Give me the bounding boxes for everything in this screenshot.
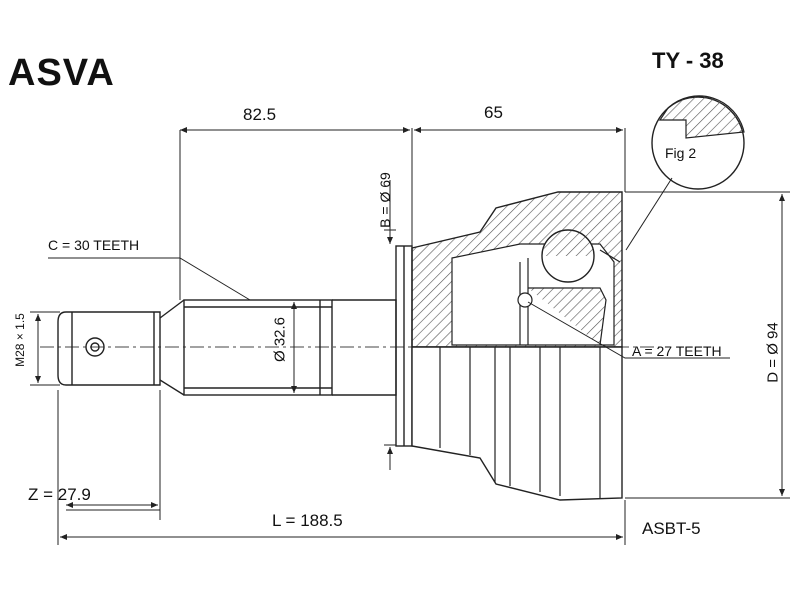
thread-label: M28 × 1.5 xyxy=(13,313,27,367)
z-value-label: Z = 27.9 xyxy=(28,485,91,504)
flange xyxy=(395,245,413,447)
threaded-end xyxy=(57,299,185,396)
d-diameter-label: D = Ø 94 xyxy=(764,322,782,383)
dimensions xyxy=(30,127,790,545)
part-number: TY - 38 xyxy=(652,48,724,73)
outer-housing xyxy=(411,191,623,501)
shaft-diameter-label: Ø 32.6 xyxy=(271,316,289,363)
a-teeth-label: A = 27 TEETH xyxy=(632,343,722,359)
length-label: L = 188.5 xyxy=(272,511,343,530)
dimension-82-5: 82.5 xyxy=(243,105,277,124)
dimension-65: 65 xyxy=(484,103,503,122)
code-label: ASBT-5 xyxy=(642,519,701,538)
brand-logo-text: ASVA xyxy=(8,52,115,94)
fig2-detail xyxy=(625,95,745,251)
fig-2-label: Fig 2 xyxy=(665,145,697,161)
b-diameter-label: B = Ø 69 xyxy=(377,172,393,228)
c-teeth-label: C = 30 TEETH xyxy=(48,237,140,253)
